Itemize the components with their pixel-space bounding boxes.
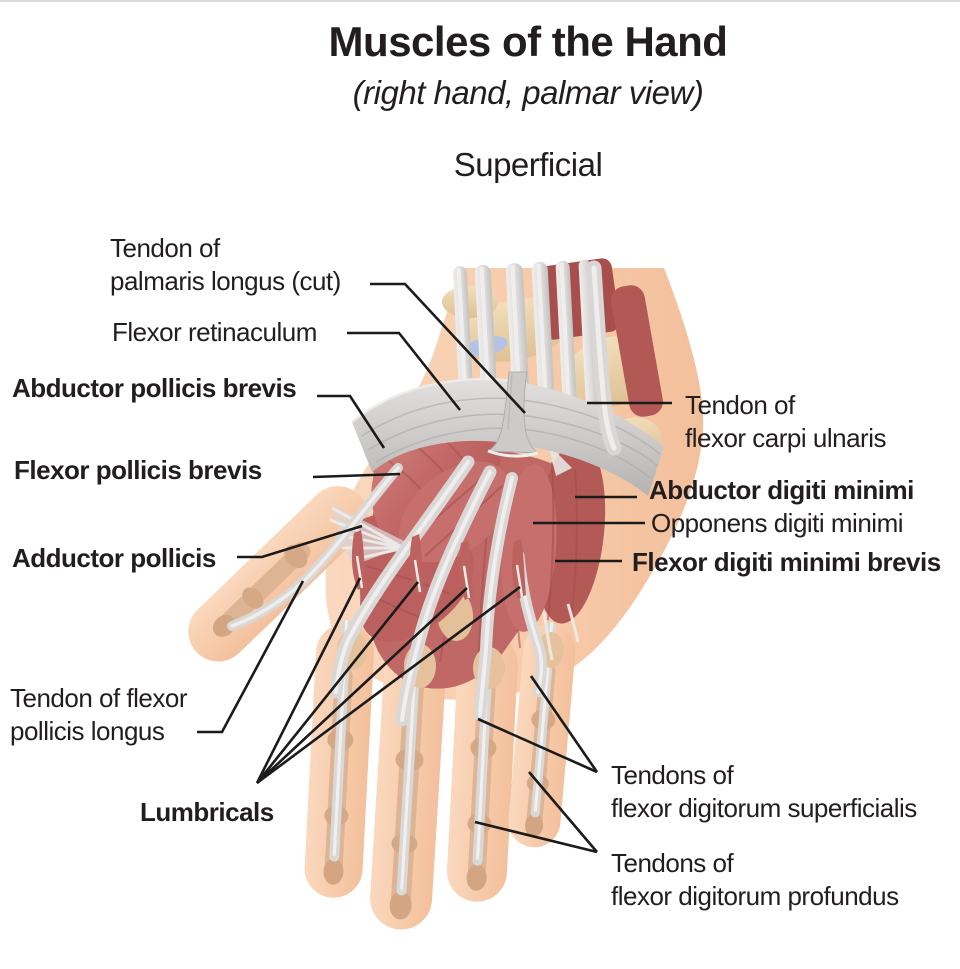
label-tendon-flexor-pollicis-longus: Tendon of flexor pollicis longus bbox=[10, 683, 188, 746]
label-lumbricals: Lumbricals bbox=[140, 797, 274, 827]
label-flexor-digiti-minimi-brevis: Flexor digiti minimi brevis bbox=[632, 547, 941, 577]
leader-lumbricals-3 bbox=[256, 587, 468, 784]
label-adductor-pollicis: Adductor pollicis bbox=[12, 543, 216, 573]
label-flexor-retinaculum: Flexor retinaculum bbox=[112, 317, 317, 347]
leader-palmaris-longus bbox=[370, 282, 526, 414]
label-tendon-flexor-carpi-ulnaris: Tendon of flexor carpi ulnaris bbox=[685, 390, 886, 453]
leader-flexor-pollicis-brevis bbox=[312, 472, 401, 479]
page-title: Muscles of the Hand bbox=[328, 18, 728, 65]
leader-tendons-fds-1 bbox=[529, 675, 599, 773]
leader-abductor-pollicis-brevis bbox=[317, 394, 386, 449]
label-tendons-flexor-digitorum-profundus: Tendons of flexor digitorum profundus bbox=[611, 848, 899, 911]
label-flexor-pollicis-brevis: Flexor pollicis brevis bbox=[14, 455, 262, 485]
label-opponens-digiti-minimi: Opponens digiti minimi bbox=[651, 508, 904, 538]
leader-tendons-fdp-2 bbox=[474, 820, 598, 854]
leader-lumbricals-1 bbox=[255, 577, 362, 784]
middle-finger-bones bbox=[389, 625, 425, 920]
palmaris-longus-cut-flap bbox=[487, 371, 540, 458]
label-tendon-palmaris-longus: Tendon of palmaris longus (cut) bbox=[110, 233, 341, 296]
leader-adductor-pollicis bbox=[237, 524, 363, 559]
leader-tendons-fds-2 bbox=[477, 717, 598, 774]
leader-lumbricals-2 bbox=[255, 581, 420, 784]
leader-flexor-retinaculum bbox=[347, 331, 462, 411]
label-abductor-digiti-minimi: Abductor digiti minimi bbox=[649, 475, 914, 505]
page-subtitle: (right hand, palmar view) bbox=[352, 74, 704, 111]
leader-tendons-fdp-1 bbox=[528, 771, 598, 853]
lumbrical-muscles bbox=[351, 530, 526, 600]
index-finger-bones bbox=[323, 619, 354, 885]
thumb-bones bbox=[212, 542, 311, 637]
leader-lumbricals-4 bbox=[256, 585, 521, 785]
flexor-carpi-ulnaris-tendon bbox=[586, 260, 622, 456]
label-abductor-pollicis-brevis: Abductor pollicis brevis bbox=[12, 373, 297, 403]
leader-lines bbox=[197, 282, 672, 854]
view-label: Superficial bbox=[453, 146, 603, 183]
top-border-line bbox=[0, 0, 960, 2]
leader-tendon-flexor-pollicis-longus bbox=[197, 580, 305, 734]
label-tendons-flexor-digitorum-superficialis: Tendons of flexor digitorum superficiali… bbox=[611, 760, 917, 823]
palm-flexor-tendons bbox=[227, 455, 547, 727]
